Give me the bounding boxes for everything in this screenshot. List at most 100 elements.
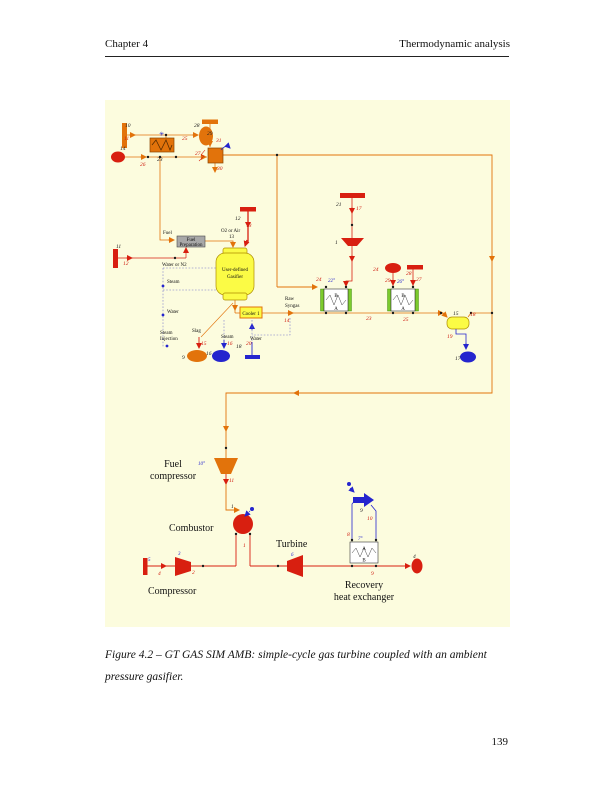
source-bar-12	[240, 207, 256, 212]
combustor	[233, 514, 253, 534]
source-ellipse-24	[385, 263, 401, 273]
diagram-label: Preparation	[179, 243, 203, 248]
diagram-label: 24	[316, 276, 322, 283]
diagram-label: 28	[194, 123, 200, 129]
mixer-1	[341, 238, 364, 246]
diagram-label: 13	[246, 223, 252, 229]
diagram-label: 1	[231, 504, 234, 510]
diagram-label: 9	[182, 355, 185, 361]
diagram-label: compressor	[150, 471, 197, 482]
diagram-label: 25	[182, 136, 188, 142]
diagram-label: 17	[356, 206, 362, 212]
recycle-valve-group	[202, 119, 231, 173]
diagram-label: 10	[125, 123, 131, 129]
diagram-label: 28	[406, 271, 412, 277]
recovery-hx-box	[349, 541, 379, 564]
diagram-label: Fuel	[163, 231, 173, 236]
steam-sink-ellipse-16	[212, 350, 230, 362]
diagram-label: 7°	[358, 537, 363, 542]
diagram-label: Water	[167, 310, 179, 315]
page-header: Chapter 4 Thermodynamic analysis	[105, 38, 510, 50]
diagram-label: B	[334, 294, 338, 299]
diagram-label: 8	[347, 532, 350, 538]
diagram-label: Steam	[221, 335, 234, 340]
diagram-label: 11	[229, 478, 234, 484]
diagram-label: A	[362, 547, 366, 552]
diagram-label: 5	[148, 558, 151, 563]
diagram-label: User-defined	[222, 268, 248, 273]
source-bar-10	[122, 123, 127, 148]
hx26-sources	[385, 263, 423, 286]
diagram-label: 22°	[328, 279, 335, 284]
source-bar-28	[407, 265, 423, 270]
diagram-label: 12	[235, 216, 241, 222]
air-source-bar	[143, 558, 148, 575]
diagram-label: Combustor	[169, 523, 214, 534]
diagram-label: 11	[124, 136, 129, 142]
diagram-label: 29	[207, 131, 213, 137]
diagram-label: 31	[215, 138, 222, 144]
drum-group	[441, 311, 492, 363]
diagram-label: Water	[250, 337, 262, 342]
exhaust-sink-ellipse-4	[411, 558, 423, 574]
fuel-compressor-group	[214, 458, 240, 513]
diagram-label: A	[334, 307, 338, 312]
diagram-label: 23	[366, 316, 372, 322]
utility-dashed-net	[162, 267, 291, 347]
diagram-label: O2 or Air	[221, 229, 241, 234]
work-node-dot	[250, 507, 254, 511]
slag-sink-ellipse-9	[187, 350, 207, 362]
diagram-label: 5	[300, 571, 303, 577]
diagram-label: 20	[246, 341, 252, 347]
diagram-label: 12	[123, 261, 129, 267]
diagram-label: 19	[447, 334, 453, 340]
header-rule	[105, 56, 509, 57]
diagram-label: 23	[157, 157, 163, 163]
compressor	[175, 557, 191, 576]
diagram-label: 24	[373, 266, 379, 273]
diagram-label: 14	[120, 145, 126, 152]
header-chapter: Chapter 4	[105, 38, 149, 50]
diagram-label: Cooler 1	[242, 312, 260, 317]
diagram-label: Compressor	[148, 586, 197, 597]
fuel-prep-box	[176, 235, 206, 248]
utility-dots	[161, 284, 351, 511]
diagram-label: 1	[335, 240, 338, 246]
cooler-1-box	[239, 306, 263, 319]
diagram-label: 9	[360, 508, 363, 514]
diagram-label: ✳	[159, 131, 164, 138]
work-arrow-icon	[220, 142, 231, 151]
figure-diagram: 1028231429211121191618151719422°26°10°53…	[111, 119, 495, 603]
recirc-fan	[353, 493, 374, 507]
diagram-label: 15	[453, 311, 459, 317]
diagram-label: 2	[192, 570, 195, 576]
junction-dots	[146, 133, 494, 568]
heater-23	[149, 137, 175, 153]
diagram-label: B	[362, 559, 366, 564]
diagram-label: 9	[371, 571, 374, 577]
diagram-label: 11	[116, 244, 121, 250]
diagram-label: Steam	[160, 331, 173, 336]
diagram-label: 18	[470, 312, 476, 318]
diagram-label: Recovery	[345, 580, 383, 591]
caption-line2: pressure gasifier.	[105, 671, 184, 683]
diagram-label: heat exchanger	[334, 592, 395, 603]
header-section: Thermodynamic analysis	[399, 38, 510, 50]
diagram-label: Fuel	[164, 459, 182, 470]
source-bar-29	[202, 119, 218, 124]
sink-ellipse-28	[199, 126, 213, 146]
source-bar-21	[340, 193, 365, 198]
hx26-group	[387, 288, 419, 312]
diagram-label: 4	[158, 570, 161, 577]
diagram-label: 26	[140, 162, 146, 168]
gasifier-vessel	[215, 252, 255, 296]
source-bar-11	[113, 249, 118, 268]
diagram-label: 27	[195, 151, 201, 157]
caption-line1: Figure 4.2 – GT GAS SIM AMB: simple-cycl…	[105, 649, 487, 661]
diagram-label: 30	[216, 166, 223, 172]
cooler-group	[239, 306, 444, 319]
diagram-label: 13	[229, 235, 235, 240]
